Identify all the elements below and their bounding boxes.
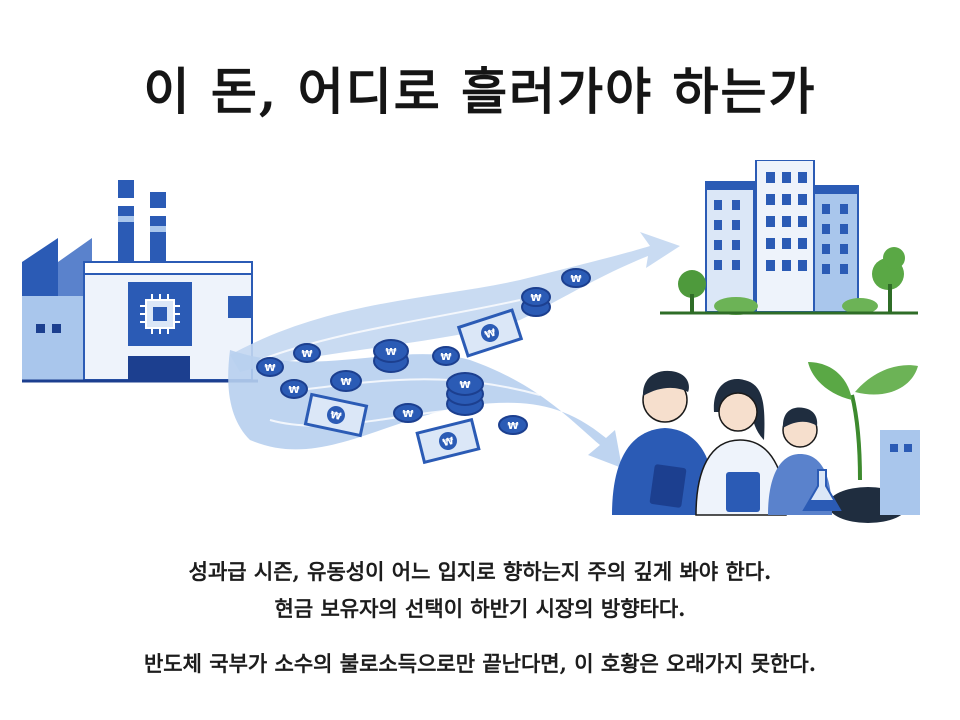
svg-text:₩: ₩ <box>442 436 455 449</box>
won-bills: ₩ ₩ ₩ <box>303 308 524 465</box>
svg-text:₩: ₩ <box>440 352 451 363</box>
svg-text:₩: ₩ <box>530 293 541 304</box>
caption-line-1: 성과급 시즌, 유동성이 어느 입지로 향하는지 주의 깊게 봐야 한다. <box>188 559 772 584</box>
svg-text:₩: ₩ <box>385 347 396 358</box>
svg-text:₩: ₩ <box>484 327 498 341</box>
svg-text:₩: ₩ <box>288 385 299 396</box>
money-stream <box>228 232 680 468</box>
svg-text:₩: ₩ <box>329 410 342 423</box>
money-flow-illustration: ₩ ₩ ₩ ₩ ₩ ₩ ₩ ₩ ₩ ₩ ₩ ₩ ₩ ₩ <box>22 160 920 523</box>
caption-line-3: 반도체 국부가 소수의 불로소득으로만 끝난다면, 이 호황은 오래가지 못한다… <box>143 651 817 676</box>
page-title: 이 돈, 어디로 흘러가야 하는가 <box>143 62 817 121</box>
young-people-group <box>612 362 920 523</box>
svg-text:₩: ₩ <box>340 377 351 388</box>
caption-line-2: 현금 보유자의 선택이 하반기 시장의 방향타다. <box>274 596 686 621</box>
semiconductor-factory <box>22 180 258 383</box>
svg-text:₩: ₩ <box>264 363 275 374</box>
apartment-buildings <box>660 160 918 315</box>
won-coins: ₩ ₩ ₩ ₩ ₩ ₩ ₩ ₩ ₩ ₩ ₩ <box>256 268 591 435</box>
svg-text:₩: ₩ <box>570 274 581 285</box>
svg-text:₩: ₩ <box>459 380 470 391</box>
svg-text:₩: ₩ <box>402 409 413 420</box>
svg-text:₩: ₩ <box>301 349 312 360</box>
svg-text:₩: ₩ <box>507 421 518 432</box>
